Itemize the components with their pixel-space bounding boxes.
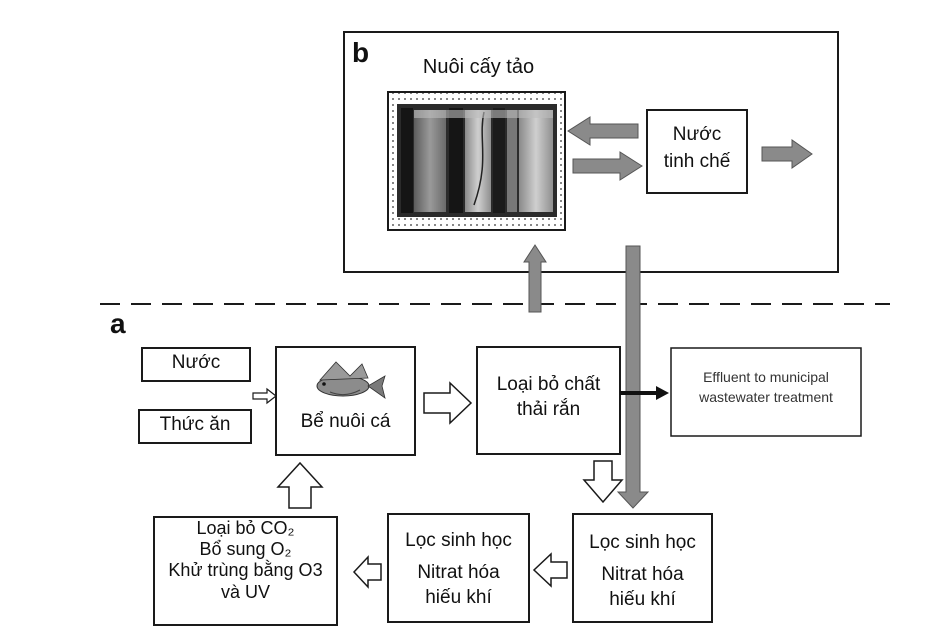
effluent-box: [670, 347, 862, 437]
panel-b-letter: b: [352, 37, 370, 68]
treatment-label: Loại bỏ CO₂ Bổ sung O₂ Khử trùng bằng O3…: [154, 518, 337, 603]
arrow-treatment-to-tank: [276, 461, 324, 509]
solid-removal-box: [476, 346, 621, 455]
feed-input-label: Thức ăn: [159, 414, 231, 435]
biofilter-right-box: [572, 513, 713, 623]
biofilter-mid-line3: hiếu khí: [425, 586, 492, 608]
fish-tank-box: [275, 346, 416, 456]
arrow-inputs-to-tank: [252, 387, 277, 405]
biofilter-mid-line1: Lọc sinh học: [405, 530, 512, 551]
arrow-biofilter-to-biofilter: [532, 552, 568, 588]
arrow-down-to-biofilter: [616, 245, 650, 509]
effluent-line2: wastewater treatment: [699, 388, 833, 405]
treatment-box: [153, 516, 338, 626]
water-input-label: Nước: [171, 352, 221, 373]
algae-title: Nuôi cấy tảo: [422, 56, 535, 78]
fish-tank-label: Bể nuôi cá: [300, 411, 391, 432]
arrow-to-refined-water: [572, 151, 643, 181]
arrow-up-to-algae: [523, 244, 547, 313]
water-input-box: [141, 347, 251, 382]
biofilter-right-label: Lọc sinh học Nitrat hóa hiếu khí: [573, 532, 712, 611]
treatment-line2: Bổ sung O₂: [199, 539, 292, 560]
arrow-tank-to-solid: [423, 381, 473, 425]
solid-removal-label: Loại bỏ chất thải rắn: [477, 374, 620, 422]
panel-a-letter: a: [110, 308, 126, 339]
refined-water-label: Nước tinh chế: [647, 124, 747, 174]
treatment-line1: Loại bỏ CO₂: [196, 518, 295, 538]
panel-b-frame: [343, 31, 839, 273]
fish-icon: [316, 361, 386, 399]
biofilter-mid-box: [387, 513, 530, 623]
biofilter-right-line3: hiếu khí: [609, 588, 676, 610]
biofilter-mid-line2: Nitrat hóa: [417, 561, 500, 583]
biofilter-mid-label: Lọc sinh học Nitrat hóa hiếu khí: [388, 530, 529, 609]
arrow-to-algae: [567, 116, 639, 146]
effluent-label: Effluent to municipal wastewater treatme…: [671, 369, 861, 406]
feed-input-box: [138, 409, 252, 444]
arrow-solid-to-biofilter: [582, 460, 624, 504]
biofilter-right-line2: Nitrat hóa: [601, 563, 684, 585]
refined-water-box: [646, 109, 748, 194]
algae-reactor-image: [387, 91, 566, 231]
solid-removal-line2: thải rắn: [516, 398, 581, 420]
arrow-biofilter-to-treatment: [352, 555, 382, 589]
refined-water-line2: tinh chế: [663, 150, 731, 172]
treatment-line3: Khử trùng bằng O3: [168, 560, 323, 581]
biofilter-right-line1: Lọc sinh học: [589, 532, 696, 553]
arrow-refined-out: [761, 139, 813, 169]
effluent-line1: Effluent to municipal: [703, 369, 829, 385]
refined-water-line1: Nước: [672, 124, 722, 145]
treatment-line4: và UV: [220, 581, 271, 602]
solid-removal-line1: Loại bỏ chất: [496, 374, 601, 395]
